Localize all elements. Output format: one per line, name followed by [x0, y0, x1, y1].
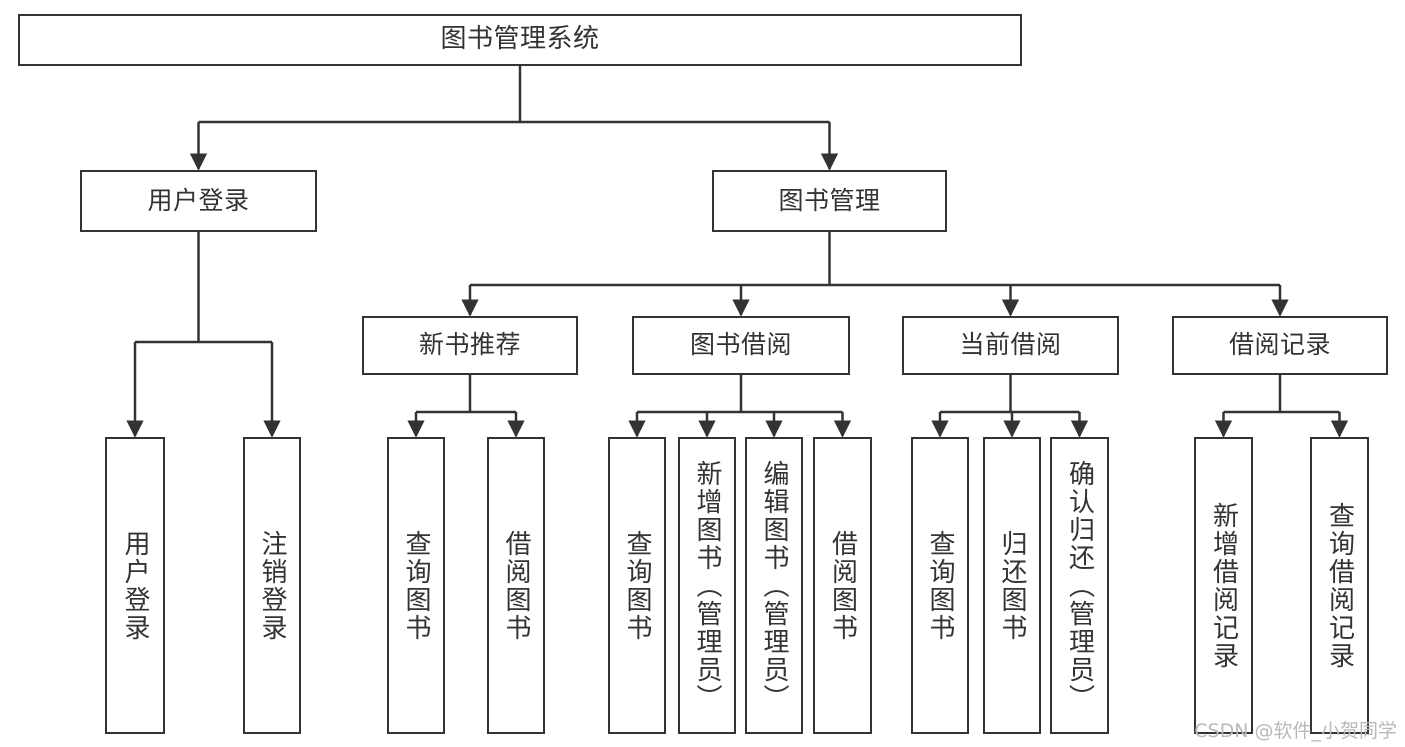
node-user-login[interactable]: 用户登录 [80, 170, 317, 232]
node-book-manage-label: 图书管理 [778, 185, 881, 215]
node-leaf-query-book-cur-label: 查询图书 [925, 529, 955, 642]
node-leaf-query-record-label: 查询借阅记录 [1324, 501, 1355, 670]
node-root[interactable]: 图书管理系统 [18, 14, 1022, 66]
node-leaf-return-book[interactable]: 归还图书 [983, 437, 1041, 734]
node-leaf-user-login[interactable]: 用户登录 [105, 437, 165, 734]
node-leaf-add-record-label: 新增借阅记录 [1208, 501, 1239, 670]
node-leaf-edit-book-label: 编辑图书（管理员） [759, 459, 789, 712]
node-leaf-query-record[interactable]: 查询借阅记录 [1310, 437, 1369, 734]
node-leaf-query-book-cur[interactable]: 查询图书 [911, 437, 969, 734]
watermark-text: CSDN @软件_小贺同学 [1194, 720, 1397, 742]
node-leaf-return-book-label: 归还图书 [997, 529, 1027, 642]
node-current-borrow-label: 当前借阅 [959, 330, 1062, 360]
node-leaf-query-book-rec[interactable]: 查询图书 [387, 437, 445, 734]
node-leaf-query-book[interactable]: 查询图书 [608, 437, 666, 734]
node-leaf-add-book[interactable]: 新增图书（管理员） [678, 437, 736, 734]
node-leaf-add-book-label: 新增图书（管理员） [692, 459, 722, 712]
node-leaf-user-login-label: 用户登录 [120, 529, 150, 642]
node-leaf-edit-book[interactable]: 编辑图书（管理员） [745, 437, 803, 734]
node-new-book-rec[interactable]: 新书推荐 [362, 316, 578, 375]
node-current-borrow[interactable]: 当前借阅 [902, 316, 1119, 375]
node-leaf-add-record[interactable]: 新增借阅记录 [1194, 437, 1253, 734]
node-leaf-logout-label: 注销登录 [257, 529, 287, 642]
node-new-book-rec-label: 新书推荐 [418, 330, 521, 360]
node-leaf-borrow-book-rec-label: 借阅图书 [501, 529, 531, 642]
node-leaf-query-book-rec-label: 查询图书 [401, 529, 431, 642]
node-book-borrow[interactable]: 图书借阅 [632, 316, 850, 375]
node-borrow-record[interactable]: 借阅记录 [1172, 316, 1388, 375]
node-root-label: 图书管理系统 [440, 24, 600, 55]
node-book-manage[interactable]: 图书管理 [712, 170, 947, 232]
node-book-borrow-label: 图书借阅 [689, 330, 792, 360]
node-leaf-confirm-return[interactable]: 确认归还（管理员） [1050, 437, 1109, 734]
node-user-login-label: 用户登录 [147, 185, 250, 215]
node-borrow-record-label: 借阅记录 [1228, 330, 1331, 360]
node-leaf-logout[interactable]: 注销登录 [243, 437, 301, 734]
node-leaf-borrow-book-rec[interactable]: 借阅图书 [487, 437, 545, 734]
node-leaf-borrow-book[interactable]: 借阅图书 [813, 437, 872, 734]
node-leaf-query-book-label: 查询图书 [622, 529, 652, 642]
node-leaf-borrow-book-label: 借阅图书 [827, 529, 858, 642]
node-leaf-confirm-return-label: 确认归还（管理员） [1064, 459, 1095, 712]
